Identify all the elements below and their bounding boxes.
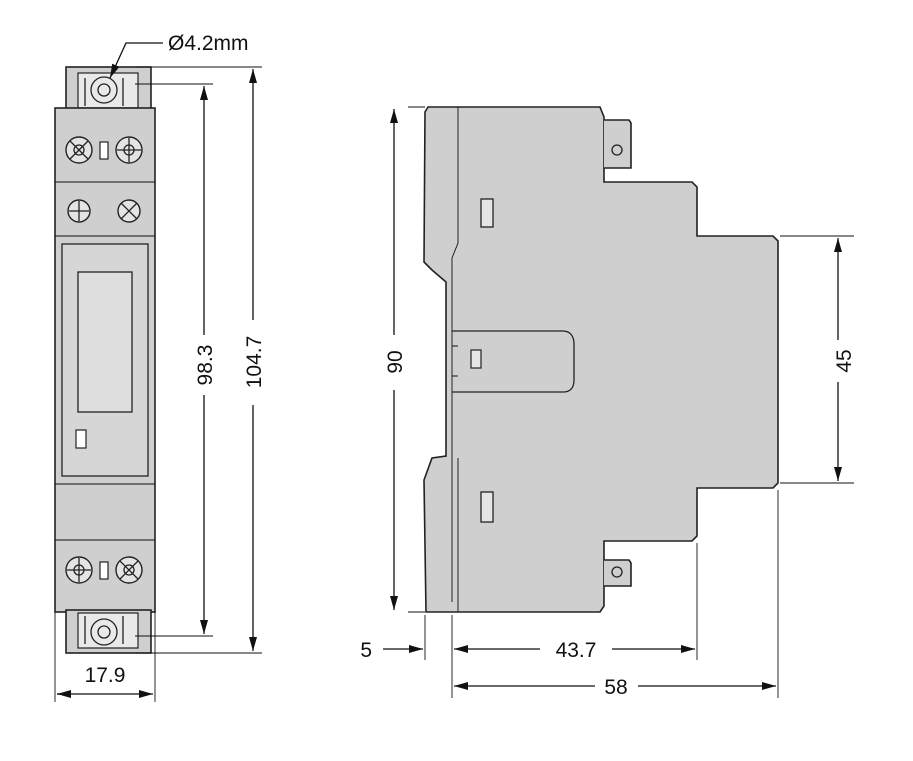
front-view: Ø4.2mm 98.3 104.7 17.9 [54, 32, 266, 702]
height-inner-label: 98.3 [194, 345, 217, 386]
upper-terminal-screws [65, 136, 143, 223]
upper-tab [604, 119, 632, 169]
depth-total-label: 58 [604, 676, 627, 699]
side-view: 90 45 5 43.7 58 [360, 106, 856, 699]
dimension-height-total: 104.7 [243, 69, 266, 651]
lower-slot [480, 491, 494, 523]
height-total-label: 104.7 [243, 336, 266, 389]
dimension-depth-total: 58 [454, 676, 776, 699]
hole-diameter-label: Ø4.2mm [168, 32, 249, 55]
hole-leader [109, 42, 163, 79]
display-window [61, 243, 149, 477]
side-housing [423, 106, 779, 613]
lower-tab [604, 559, 632, 587]
dimension-depth-mid: 43.7 [454, 639, 695, 662]
bottom-clip [65, 609, 152, 654]
dimension-height-inner: 98.3 [194, 86, 217, 634]
width-label: 17.9 [85, 664, 126, 687]
lower-terminal-screws [65, 556, 143, 584]
offset-label: 5 [360, 639, 372, 662]
dimension-offset: 5 [360, 639, 423, 662]
step-height-label: 45 [833, 349, 856, 372]
dimension-side-height: 90 [384, 109, 407, 610]
dimension-width: 17.9 [57, 664, 153, 698]
top-clip [65, 66, 152, 111]
side-height-label: 90 [384, 350, 407, 373]
dimension-step-height: 45 [833, 238, 856, 481]
upper-slot [480, 198, 494, 228]
depth-mid-label: 43.7 [556, 639, 597, 662]
din-rail-clip [452, 330, 575, 393]
